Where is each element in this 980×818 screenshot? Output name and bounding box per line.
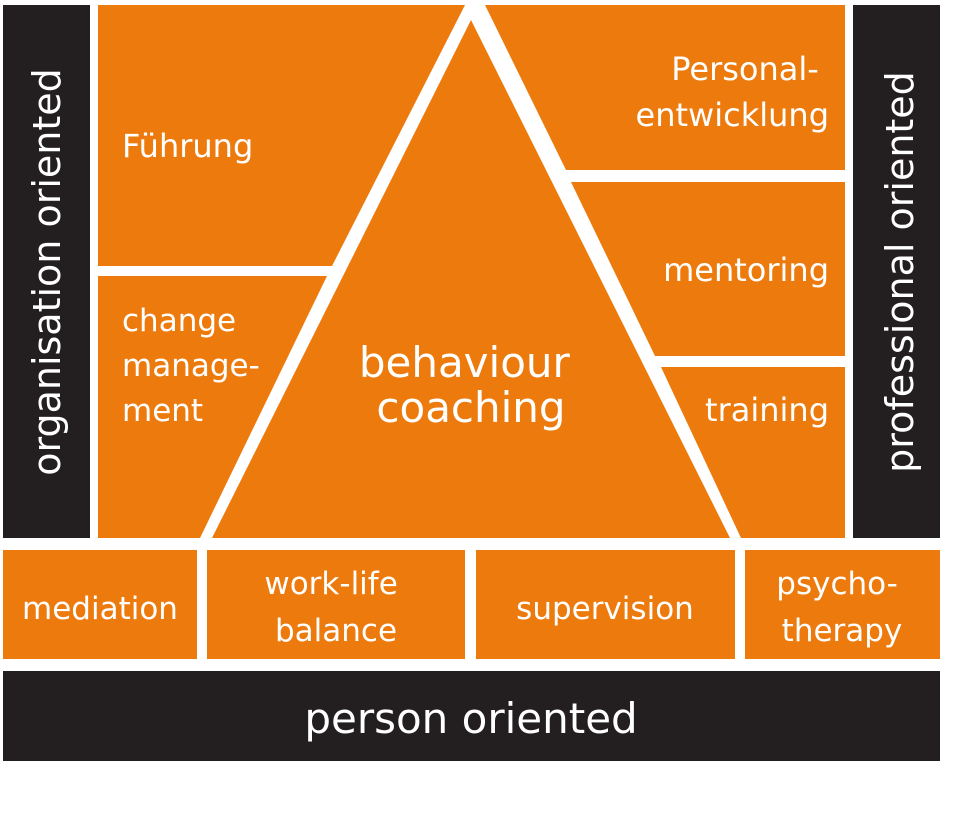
label-behaviour-coaching-line: behaviour — [359, 338, 571, 387]
label-work-life-balance-line: work-life — [264, 566, 397, 602]
label-psychotherapy-line: psycho- — [776, 566, 898, 602]
label-change-management-line: ment — [122, 393, 203, 429]
label-psychotherapy-line: therapy — [782, 613, 903, 649]
box-work-life-balance — [207, 550, 465, 659]
right-axis-bar — [853, 5, 940, 538]
region-training — [661, 367, 845, 538]
label-training: training — [705, 391, 829, 429]
label-change-management: change manage- ment — [122, 303, 270, 429]
label-change-management-line: manage- — [122, 348, 260, 384]
left-axis-bar — [3, 5, 90, 538]
label-behaviour-coaching-line: coaching — [376, 383, 565, 432]
label-personalentwicklung-line: entwicklung — [636, 96, 829, 134]
region-personalentwicklung — [485, 5, 845, 170]
box-psychotherapy — [745, 550, 940, 659]
label-change-management-line: change — [122, 303, 236, 339]
region-fuehrung — [98, 5, 465, 266]
label-personalentwicklung-line: Personal- — [671, 50, 819, 88]
bottom-axis-bar — [3, 671, 940, 761]
label-work-life-balance-line: balance — [275, 613, 397, 649]
region-behaviour-coaching — [212, 20, 730, 538]
box-supervision — [476, 550, 735, 659]
label-supervision: supervision — [516, 591, 694, 627]
label-work-life-balance: work-life balance — [264, 566, 407, 649]
label-mediation: mediation — [22, 591, 178, 627]
bottom-axis-label: person oriented — [304, 694, 637, 743]
region-mentoring — [571, 182, 845, 356]
label-behaviour-coaching: behaviour coaching — [359, 338, 583, 432]
label-personalentwicklung: Personal- entwicklung — [636, 50, 829, 134]
box-mediation — [3, 550, 197, 659]
label-psychotherapy: psycho- therapy — [776, 566, 907, 649]
label-fuehrung: Führung — [122, 127, 253, 165]
label-mentoring: mentoring — [663, 251, 829, 289]
left-axis-label: organisation oriented — [25, 68, 69, 476]
region-change-management — [98, 276, 327, 538]
right-axis-label: professional oriented — [878, 71, 922, 473]
